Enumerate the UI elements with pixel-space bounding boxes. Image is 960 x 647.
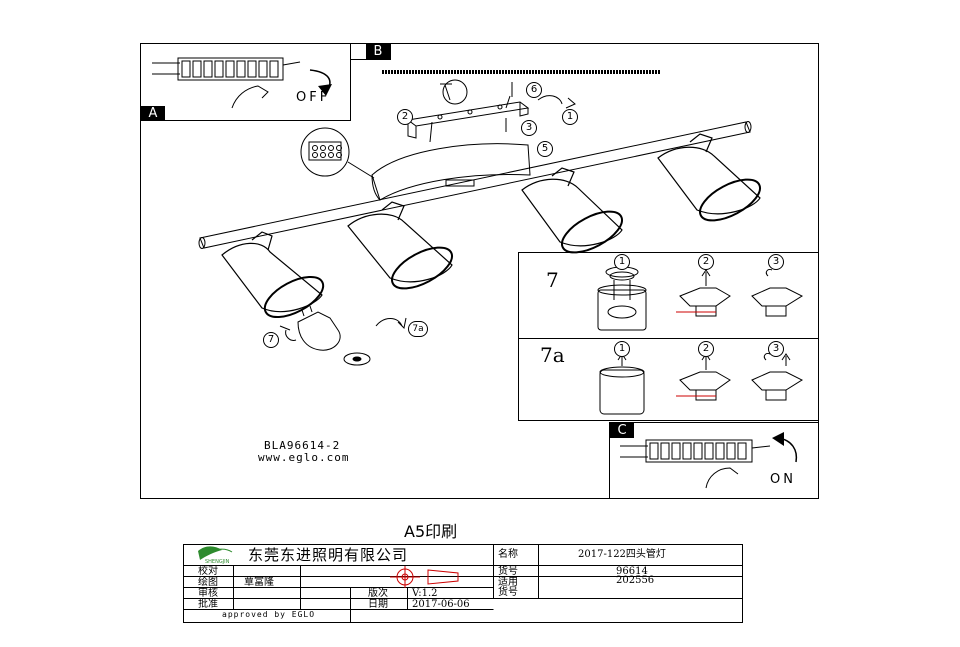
- company-logo: [198, 546, 233, 560]
- projection-symbol: [390, 566, 459, 588]
- step-7-n3: 3: [768, 254, 784, 270]
- approved-by: approved by EGLO: [222, 610, 316, 619]
- panel-a-label: A: [141, 106, 165, 121]
- version-value: V:1.2: [412, 588, 438, 599]
- callout-2: 2: [397, 109, 413, 125]
- callout-6: 6: [526, 82, 542, 98]
- company-name: 东莞东进照明有限公司: [248, 546, 409, 564]
- spotlight-4: [657, 133, 761, 222]
- callout-7a: 7a: [408, 321, 428, 337]
- callout-5: 5: [537, 141, 553, 157]
- bulb-exploded: [279, 305, 407, 366]
- wiring-terminals: [308, 141, 342, 161]
- hand-icon-a: [231, 85, 269, 109]
- mounting-bar: [198, 121, 752, 249]
- terminal-block-a: [152, 57, 301, 81]
- title-block-grid: [183, 544, 743, 623]
- row-value-draw: 覃富隆: [244, 577, 274, 588]
- website: www.eglo.com: [258, 451, 350, 464]
- spotlight-3: [521, 167, 623, 254]
- callout-1: 1: [562, 109, 578, 125]
- row7a-socket-3: [751, 353, 804, 401]
- model-code: BLA96614-2: [264, 439, 341, 452]
- itemno-value: 96614: [616, 566, 648, 577]
- step-7a-n3: 3: [768, 341, 784, 357]
- step-7-n2: 2: [698, 254, 714, 270]
- row7-socket-2: [676, 269, 731, 317]
- print-note: A5印刷: [404, 522, 458, 541]
- row-label-check: 校对: [198, 566, 218, 577]
- step-7a-label: 7a: [540, 343, 565, 367]
- spotlight-2: [347, 201, 453, 290]
- hand-icon-c: [705, 467, 739, 489]
- step-7a-n1: 1: [614, 341, 630, 357]
- logo-text: SHENGJIN: [205, 559, 230, 565]
- version-label: 版次: [368, 588, 388, 599]
- row7-cylinder: [597, 266, 647, 331]
- row7-socket-3: [751, 269, 804, 317]
- panel-b-label: B: [366, 44, 390, 59]
- row-label-approve: 批准: [198, 599, 218, 610]
- wiring-detail-circle: [300, 127, 350, 177]
- panel-a-box: [140, 43, 351, 121]
- on-label: ON: [770, 472, 796, 487]
- apply-label-2: 货号: [498, 587, 518, 598]
- panel-c-box: [609, 422, 819, 499]
- step-7-label: 7: [546, 268, 559, 292]
- name-value: 2017-122四头管灯: [578, 549, 666, 560]
- spotlight-1: [221, 231, 325, 319]
- screws: [429, 82, 513, 143]
- row-label-review: 审核: [198, 588, 218, 599]
- mounting-bracket: [406, 101, 530, 139]
- name-label: 名称: [498, 549, 518, 560]
- step-7-n1: 1: [614, 254, 630, 270]
- rotate-arrow: [537, 95, 563, 105]
- terminal-block-c: [620, 439, 771, 463]
- apply-value: 202556: [616, 575, 655, 586]
- callout-3: 3: [521, 120, 537, 136]
- callout-7: 7: [263, 332, 279, 348]
- screw-detail-circle: [442, 79, 468, 105]
- row-label-draw: 绘图: [198, 577, 218, 588]
- step-7a-n2: 2: [698, 341, 714, 357]
- apply-label-1: 适用: [498, 577, 518, 588]
- date-value: 2017-06-06: [412, 599, 470, 610]
- row7a-socket-2: [676, 353, 731, 401]
- date-label: 日期: [368, 599, 388, 610]
- row7a-cylinder: [599, 353, 645, 415]
- steps-table: [518, 252, 819, 421]
- canopy: [371, 143, 531, 201]
- panel-c-label: C: [610, 423, 634, 438]
- off-label: OFF: [296, 90, 331, 105]
- itemno-label: 货号: [498, 566, 518, 577]
- diagram-frame: [140, 43, 819, 499]
